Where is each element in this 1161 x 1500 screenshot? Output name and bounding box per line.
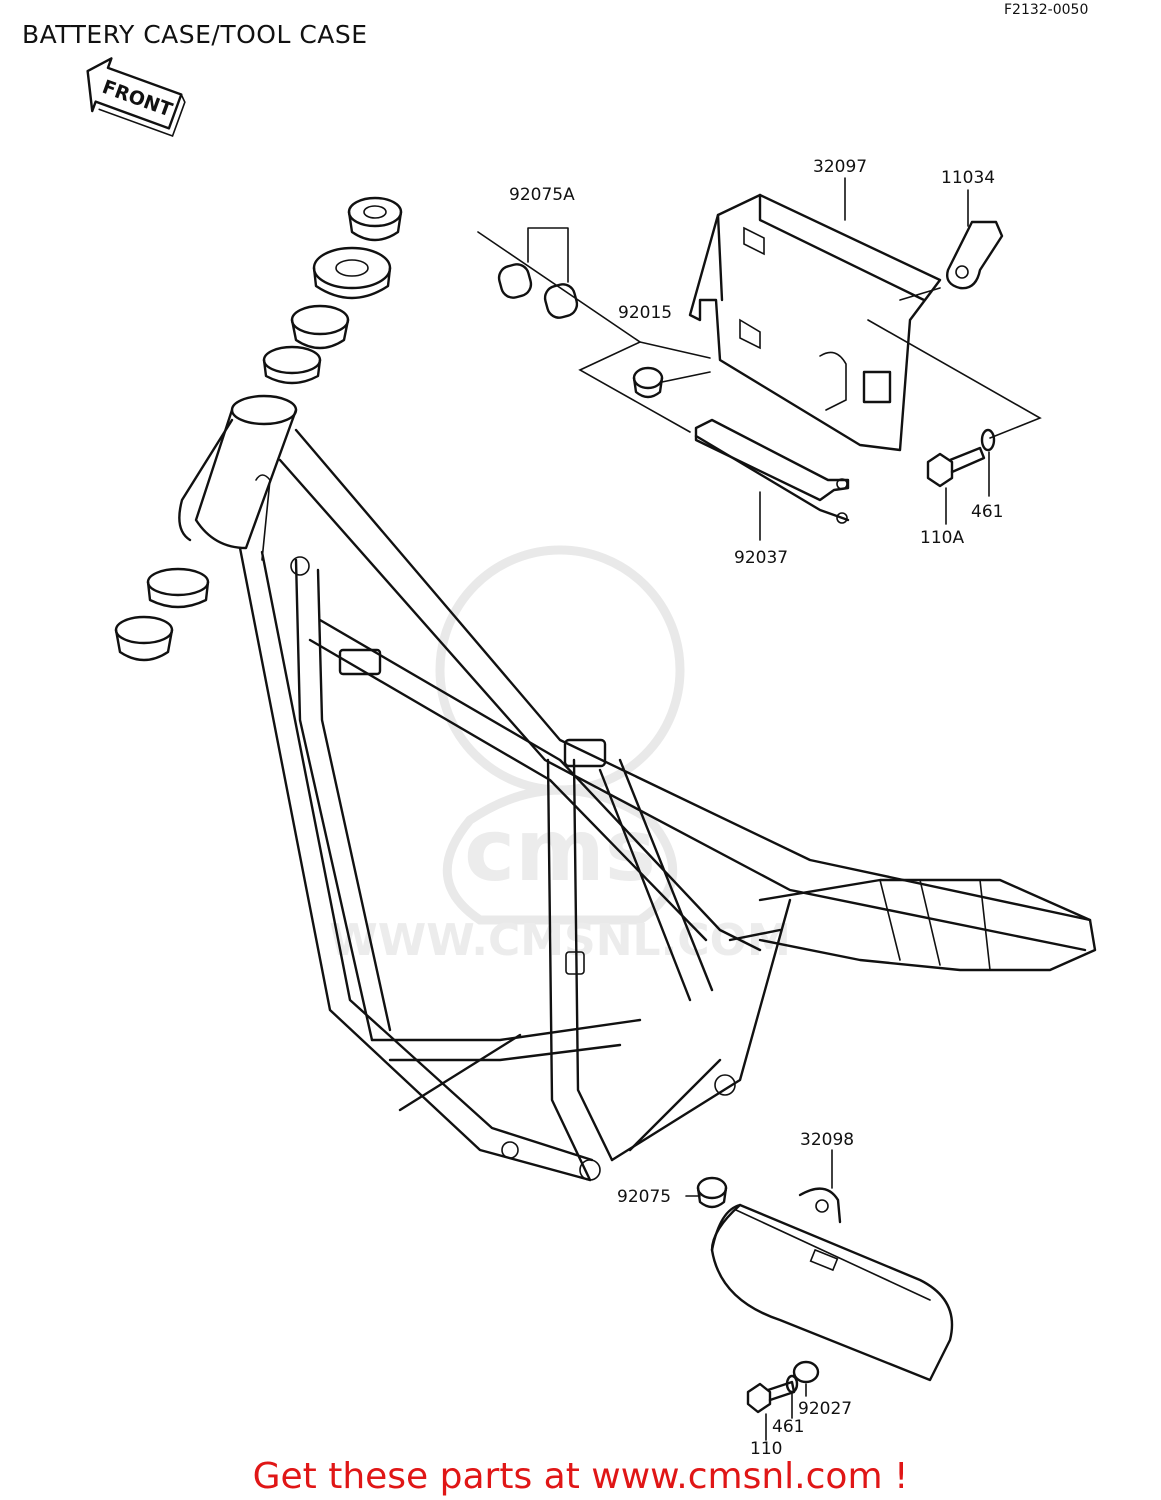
part-label-32097: 32097	[813, 157, 867, 177]
figure-code: F2132-0050	[1004, 2, 1089, 18]
motorcycle-frame	[178, 394, 1097, 1182]
grommet-92015	[632, 366, 711, 399]
front-arrow: FRONT	[86, 57, 186, 138]
part-label-461-top: 461	[971, 502, 1003, 522]
bolt-110	[746, 1360, 820, 1414]
part-label-32098: 32098	[800, 1130, 854, 1150]
part-label-92037: 92037	[734, 548, 788, 568]
bracket-11034	[946, 220, 1004, 290]
battery-case	[688, 193, 942, 452]
part-label-92075: 92075	[617, 1187, 671, 1207]
get-parts-link[interactable]: Get these parts at www.cmsnl.com !	[252, 1456, 909, 1497]
grommet-92075	[696, 1176, 728, 1209]
watermark-url: WWW.CMSNL.COM	[329, 915, 791, 966]
part-label-92015: 92015	[618, 303, 672, 323]
rubber-pads-92075A	[497, 227, 579, 319]
watermark-logo: cms WWW.CMSNL.COM	[329, 545, 791, 966]
page-title: BATTERY CASE/TOOL CASE	[22, 20, 368, 49]
part-label-11034: 11034	[941, 168, 995, 188]
bolt-110A	[926, 428, 996, 488]
leader-lines	[477, 177, 1042, 1441]
front-arrow-label: FRONT	[99, 76, 175, 122]
strap-92037	[694, 418, 850, 524]
steering-bearing-set	[114, 196, 403, 662]
part-label-110A: 110A	[920, 528, 964, 548]
part-label-461-bottom: 461	[772, 1417, 804, 1437]
part-label-92075A: 92075A	[509, 185, 575, 205]
tool-case	[710, 1187, 954, 1382]
part-label-92027: 92027	[798, 1399, 852, 1419]
svg-text:cms: cms	[464, 801, 656, 901]
part-label-110: 110	[750, 1439, 782, 1459]
